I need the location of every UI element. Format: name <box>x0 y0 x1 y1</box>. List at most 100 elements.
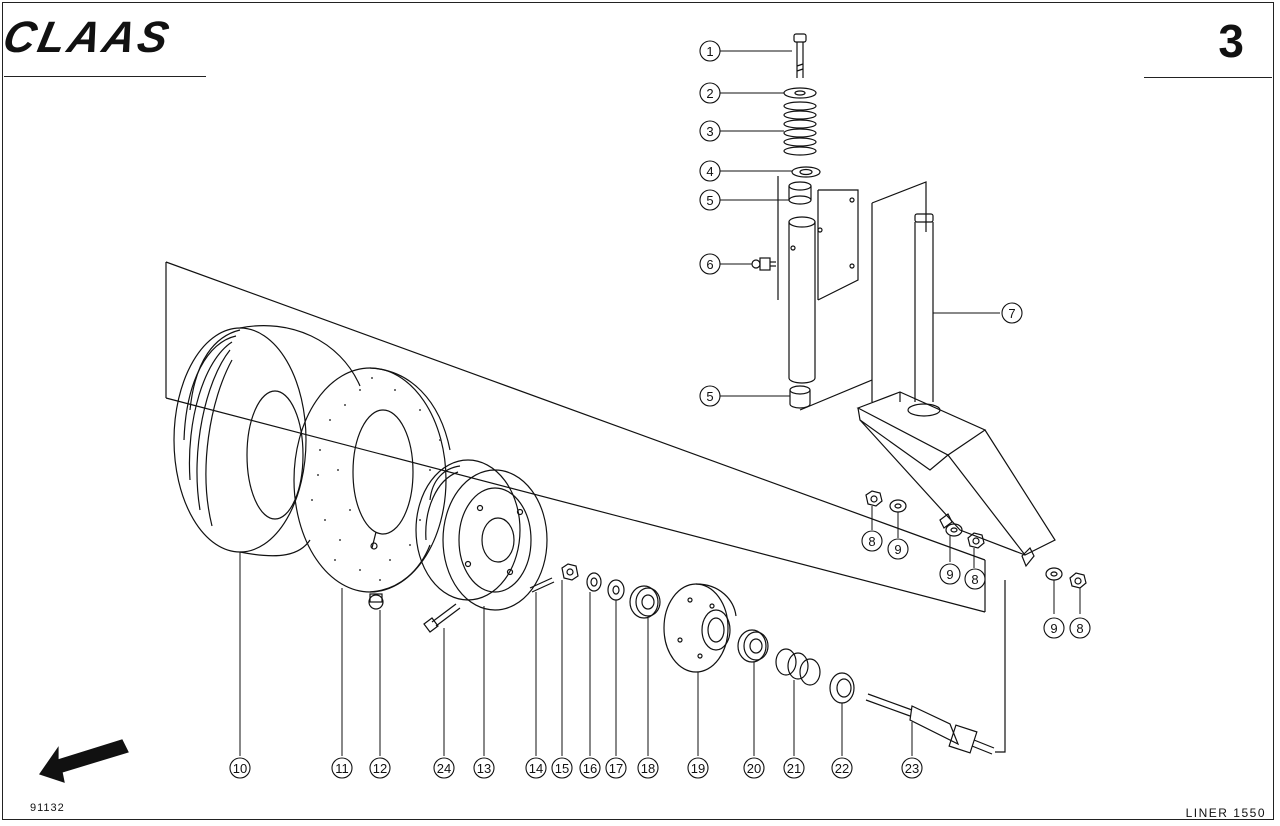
callout-label: 17 <box>609 761 623 776</box>
callout-circle <box>699 253 721 275</box>
callout-circle <box>473 757 495 779</box>
callout-label: 3 <box>706 124 713 139</box>
callout-circle <box>525 757 547 779</box>
callout-19: 19 <box>687 757 709 779</box>
callout-4: 4 <box>699 160 721 182</box>
bolt-part-24 <box>423 603 461 633</box>
foam-insert-part-11 <box>293 367 451 593</box>
callout-circle <box>743 757 765 779</box>
callout-label: 24 <box>437 761 451 776</box>
callout-circle <box>831 757 853 779</box>
callout-circle <box>699 160 721 182</box>
callout-12: 12 <box>369 757 391 779</box>
callout-13: 13 <box>473 757 495 779</box>
callout-3: 3 <box>699 120 721 142</box>
rim-part-13 <box>415 459 548 611</box>
nut-part-8-mid <box>967 532 985 549</box>
direction-arrow-icon <box>39 739 129 783</box>
callout-23: 23 <box>901 757 923 779</box>
tyre-part-10 <box>173 325 361 557</box>
callout-label: 8 <box>971 572 978 587</box>
callout-18: 18 <box>637 757 659 779</box>
callout-5: 5 <box>699 385 721 407</box>
logo-underline <box>4 76 206 77</box>
assembly-outline <box>165 181 1006 753</box>
callout-1: 1 <box>699 40 721 62</box>
callout-circle <box>783 757 805 779</box>
callout-17: 17 <box>605 757 627 779</box>
callout-label: 5 <box>706 193 713 208</box>
callout-label: 10 <box>233 761 247 776</box>
callout-9: 9 <box>887 538 909 560</box>
bearing-part-20 <box>737 629 769 663</box>
leader-lines <box>239 50 1081 756</box>
callout-circle <box>551 757 573 779</box>
bearing-part-18 <box>629 585 661 619</box>
callout-circle <box>699 385 721 407</box>
ring-part-22 <box>829 672 855 704</box>
nut-part-8-right <box>1069 572 1087 589</box>
bolt-part-1 <box>793 33 807 78</box>
callout-label: 11 <box>335 761 349 776</box>
spring-part-3 <box>783 101 817 156</box>
callout-circle <box>1069 617 1091 639</box>
washer-part-9-mid <box>945 523 963 537</box>
callout-circle <box>861 530 883 552</box>
callout-circle <box>1043 617 1065 639</box>
washer-part-17 <box>607 579 625 601</box>
callout-circle <box>687 757 709 779</box>
callout-circle <box>901 757 923 779</box>
callout-label: 8 <box>1076 621 1083 636</box>
callout-label: 4 <box>706 164 713 179</box>
callout-circle <box>964 568 986 590</box>
callout-label: 12 <box>373 761 387 776</box>
callout-9: 9 <box>939 563 961 585</box>
castle-nut-part-15 <box>561 563 579 581</box>
callout-circle <box>637 757 659 779</box>
callout-circle <box>699 189 721 211</box>
bushing-part-5-bottom <box>789 385 811 409</box>
callout-label: 19 <box>691 761 705 776</box>
callout-label: 13 <box>477 761 491 776</box>
callout-6: 6 <box>699 253 721 275</box>
callout-2: 2 <box>699 82 721 104</box>
callout-24: 24 <box>433 757 455 779</box>
callout-circle <box>579 757 601 779</box>
drawing-number: 91132 <box>30 802 65 814</box>
callout-circle <box>605 757 627 779</box>
callout-circle <box>229 757 251 779</box>
callout-label: 1 <box>706 44 713 59</box>
foam-texture <box>311 377 441 581</box>
pin-part-14 <box>529 577 555 593</box>
callout-circle <box>331 757 353 779</box>
callout-circle <box>369 757 391 779</box>
callout-8: 8 <box>1069 617 1091 639</box>
washer-part-2 <box>783 87 817 99</box>
callout-9: 9 <box>1043 617 1065 639</box>
callout-label: 22 <box>835 761 849 776</box>
callout-circle <box>699 82 721 104</box>
page-number: 3 <box>1218 15 1244 67</box>
callout-label: 20 <box>747 761 761 776</box>
callout-label: 9 <box>946 567 953 582</box>
callout-10: 10 <box>229 757 251 779</box>
callout-label: 15 <box>555 761 569 776</box>
callout-label: 23 <box>905 761 919 776</box>
callout-11: 11 <box>331 757 353 779</box>
valve-part-12 <box>368 531 384 610</box>
callout-circle <box>433 757 455 779</box>
sleeve-tube <box>777 176 855 384</box>
callout-circle <box>699 40 721 62</box>
model-name: LINER 1550 <box>1185 806 1266 820</box>
washer-part-16 <box>586 572 602 592</box>
callout-label: 2 <box>706 86 713 101</box>
washer-part-9-right <box>1045 567 1063 581</box>
callout-21: 21 <box>783 757 805 779</box>
callout-label: 14 <box>529 761 543 776</box>
page-number-underline <box>1144 77 1272 78</box>
callout-22: 22 <box>831 757 853 779</box>
callout-7: 7 <box>1001 302 1023 324</box>
